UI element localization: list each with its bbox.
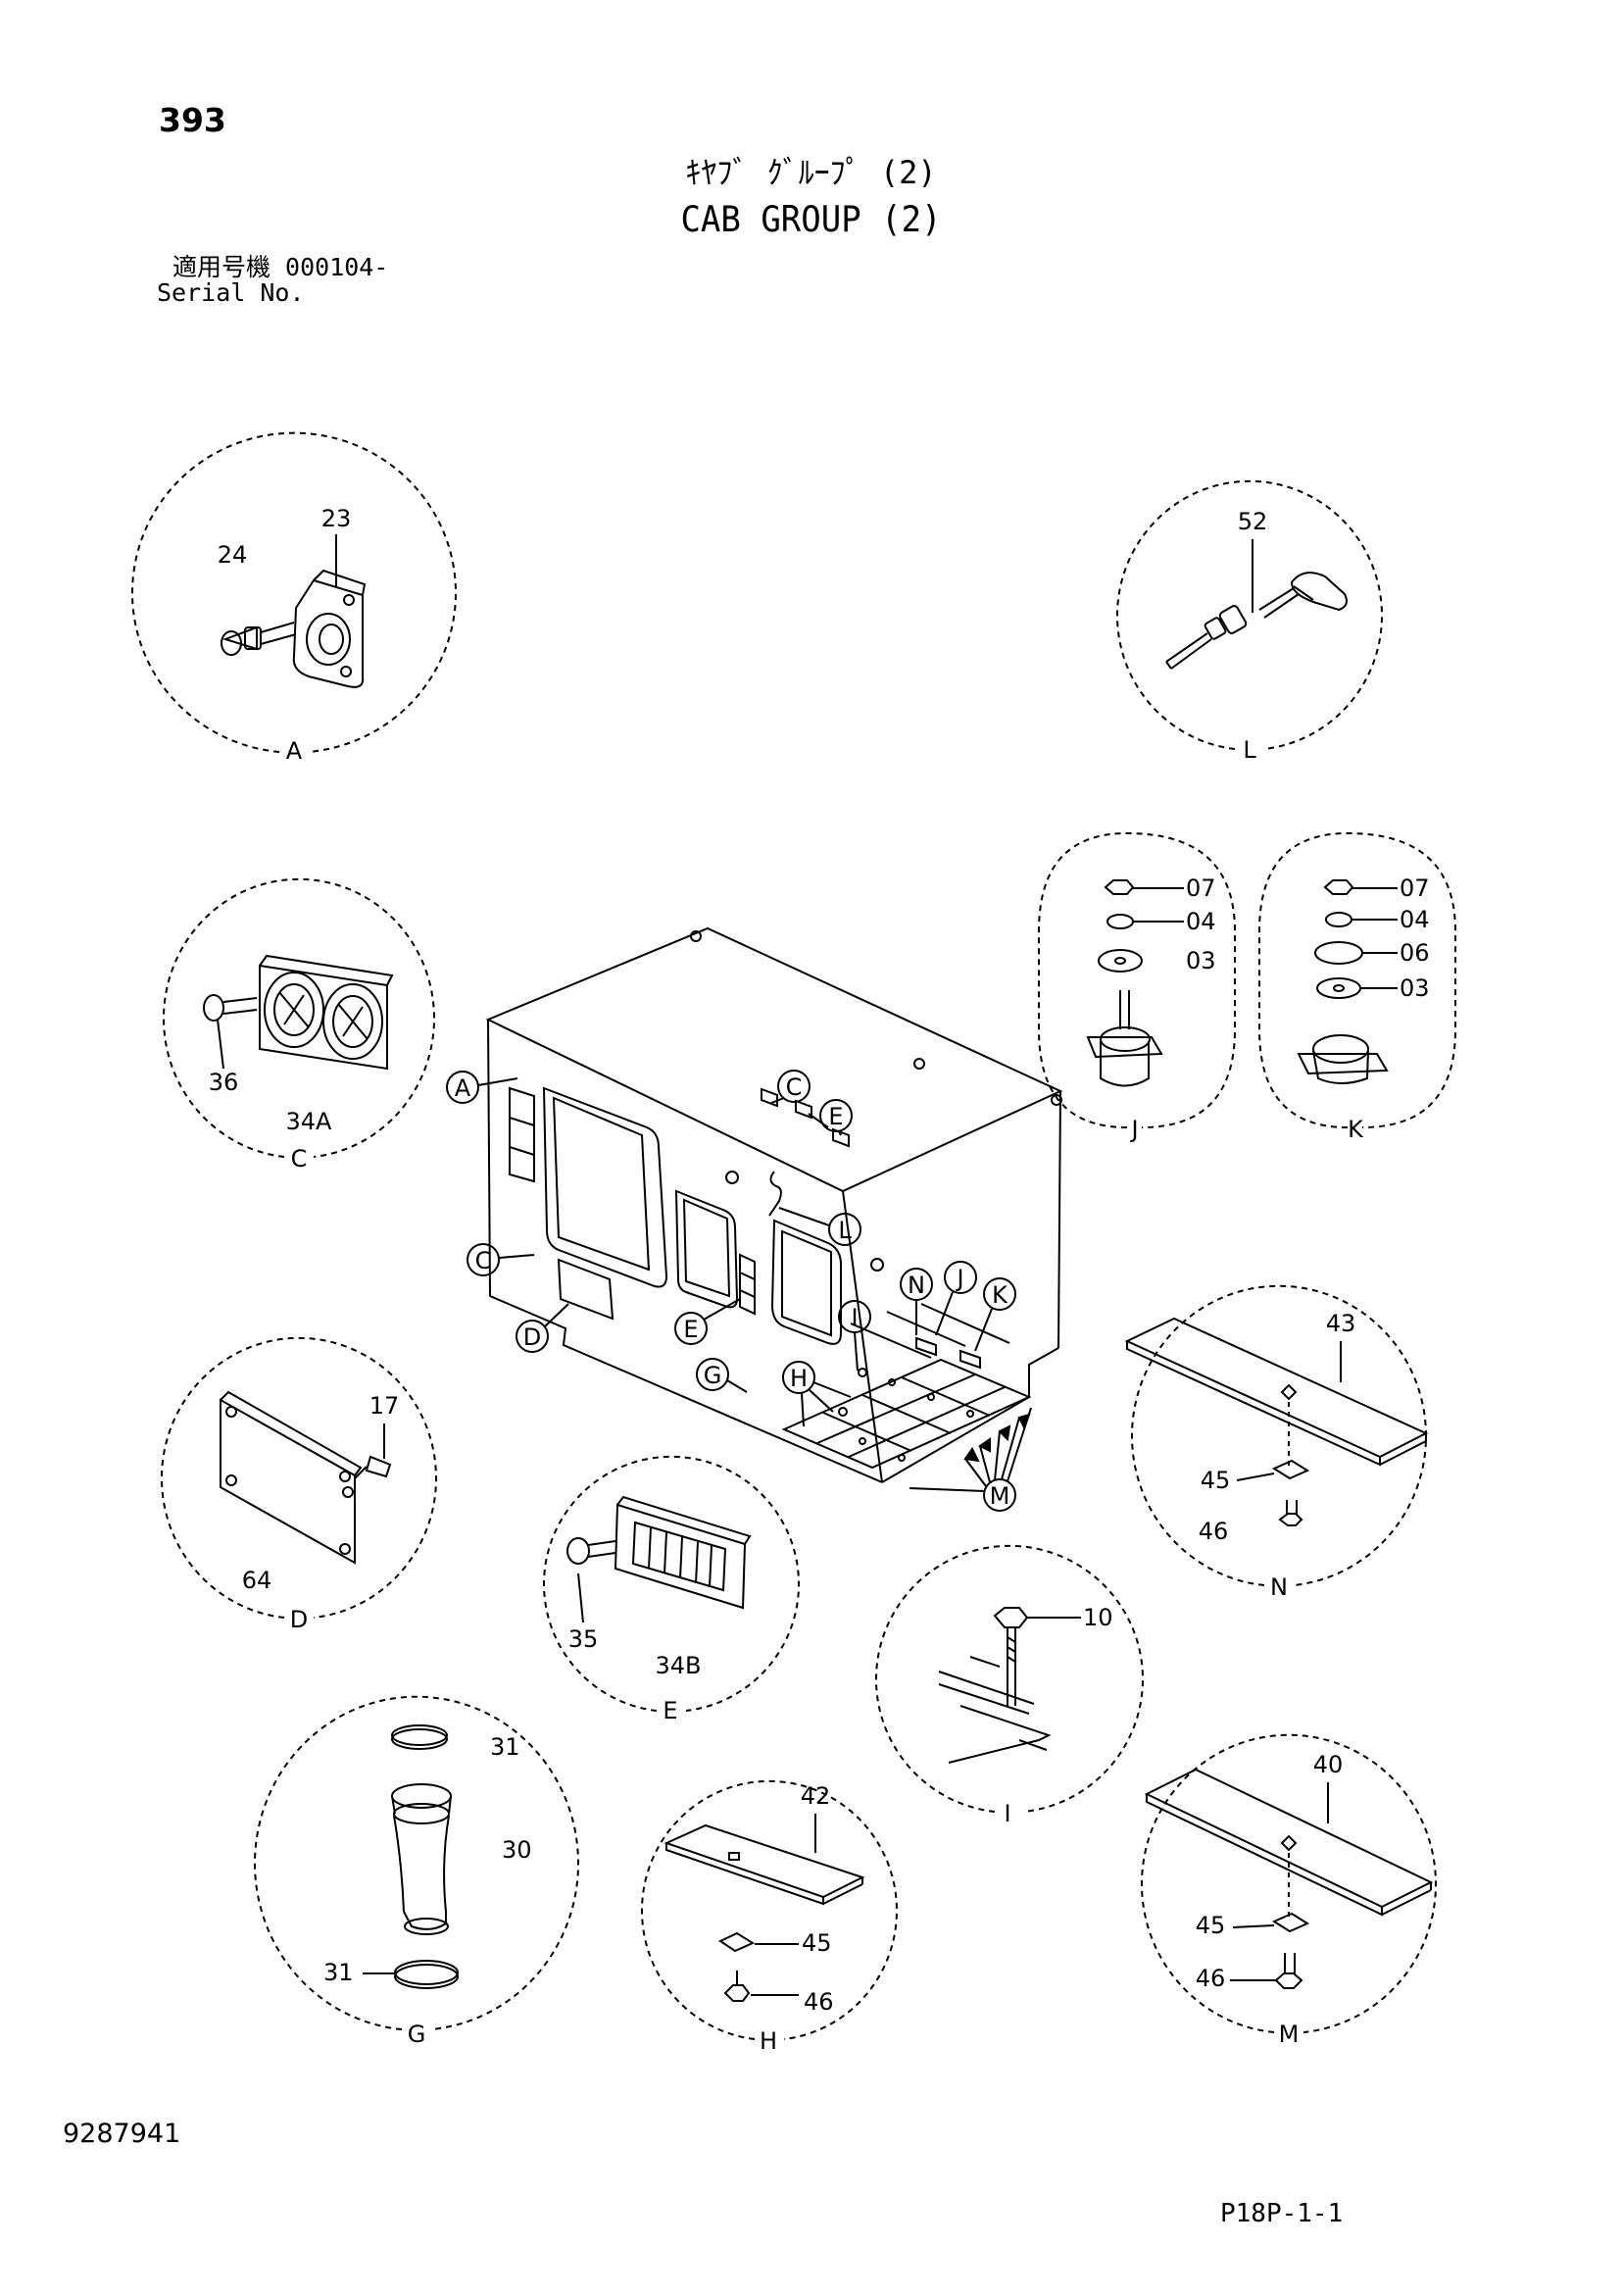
part-number: 24: [218, 541, 248, 569]
serial-number-label: Serial No.: [157, 278, 305, 307]
part-number: 04: [1400, 906, 1430, 933]
serial-number-label-japanese: 適用号機 000104-: [172, 253, 389, 281]
callout-label: C: [786, 1073, 803, 1101]
part-number: 06: [1400, 939, 1430, 967]
detail-view-l: L 52: [1116, 479, 1383, 764]
part-number: 34A: [286, 1108, 333, 1135]
callout-label: G: [704, 1362, 722, 1389]
callout-label: C: [475, 1247, 492, 1274]
part-number: 35: [568, 1625, 599, 1653]
part-number: 45: [1201, 1467, 1231, 1494]
part-number: 45: [802, 1929, 832, 1957]
part-number: 04: [1186, 908, 1216, 935]
page-title: CAB GROUP (2): [680, 198, 942, 241]
detail-view-label: L: [1243, 736, 1256, 764]
part-number: 42: [801, 1782, 831, 1810]
part-number: 46: [1196, 1965, 1226, 1992]
part-number: 03: [1400, 974, 1430, 1002]
detail-view-label: I: [1004, 1800, 1010, 1827]
cab-assembly: [485, 926, 1063, 1483]
part-number: 36: [209, 1069, 239, 1096]
part-number: 03: [1186, 947, 1216, 974]
part-number: 52: [1238, 508, 1268, 535]
detail-view-label: K: [1348, 1116, 1364, 1143]
detail-view-label: N: [1270, 1573, 1288, 1601]
part-number: 45: [1196, 1912, 1226, 1939]
detail-view-d: D 17 64: [161, 1336, 437, 1633]
part-number: 30: [502, 1836, 532, 1864]
detail-view-m: M 40 45 46: [1141, 1733, 1437, 2048]
detail-view-i: I 10: [875, 1544, 1144, 1827]
detail-view-label: M: [1279, 2021, 1300, 2048]
page-code: P18P-1-1: [1220, 2199, 1344, 2228]
part-number: 43: [1326, 1310, 1356, 1337]
callout-bubbles: A C E L C D E N J K: [446, 1070, 1032, 1512]
callout-label: J: [955, 1265, 963, 1292]
part-number: 07: [1186, 874, 1216, 902]
page-title-japanese: ｷﾔﾌﾞ ｸﾞﾙｰﾌﾟ (2): [685, 154, 937, 191]
part-number: 07: [1400, 874, 1430, 902]
detail-view-e: E 35 34B: [543, 1455, 800, 1724]
callout-label: K: [992, 1281, 1008, 1309]
detail-view-c: C 36 34A: [163, 877, 435, 1173]
callout-label: N: [908, 1272, 925, 1299]
part-number: 34B: [655, 1652, 701, 1679]
detail-view-h: H 42 45 46: [641, 1779, 898, 2055]
part-number: 10: [1083, 1604, 1113, 1631]
part-number: 64: [242, 1567, 272, 1594]
callout-label: A: [455, 1074, 471, 1102]
part-number: 46: [1199, 1518, 1229, 1545]
document-number: 9287941: [63, 2119, 181, 2149]
detail-view-n: N 43 45 46: [1124, 1284, 1429, 1601]
detail-view-label: C: [291, 1145, 308, 1173]
part-number: 31: [490, 1733, 520, 1761]
callout-label: H: [790, 1365, 808, 1392]
callout-label: E: [828, 1103, 843, 1130]
detail-view-label: A: [286, 737, 303, 765]
part-number: 31: [323, 1959, 354, 1986]
detail-view-g: G 31 30 31: [254, 1695, 579, 2048]
part-number: 17: [369, 1392, 400, 1420]
detail-view-label: E: [663, 1697, 677, 1724]
callout-label: E: [683, 1316, 698, 1343]
detail-view-j: J 07 04 03: [1038, 831, 1236, 1143]
part-number: 46: [804, 1988, 834, 2016]
callout-label: M: [990, 1482, 1010, 1510]
detail-view-a: A 23 24: [131, 431, 457, 765]
detail-view-label: J: [1129, 1116, 1138, 1143]
detail-view-label: G: [408, 2021, 426, 2048]
detail-view-label: H: [760, 2027, 777, 2055]
detail-view-label: D: [290, 1606, 308, 1633]
part-number: 23: [321, 505, 352, 532]
callout-label: I: [851, 1304, 858, 1331]
callout-label: D: [523, 1323, 541, 1351]
part-number: 40: [1313, 1751, 1344, 1778]
page-number: 393: [159, 101, 226, 139]
detail-view-k: K 07 04 06 03: [1258, 831, 1456, 1143]
callout-label: L: [838, 1217, 852, 1244]
